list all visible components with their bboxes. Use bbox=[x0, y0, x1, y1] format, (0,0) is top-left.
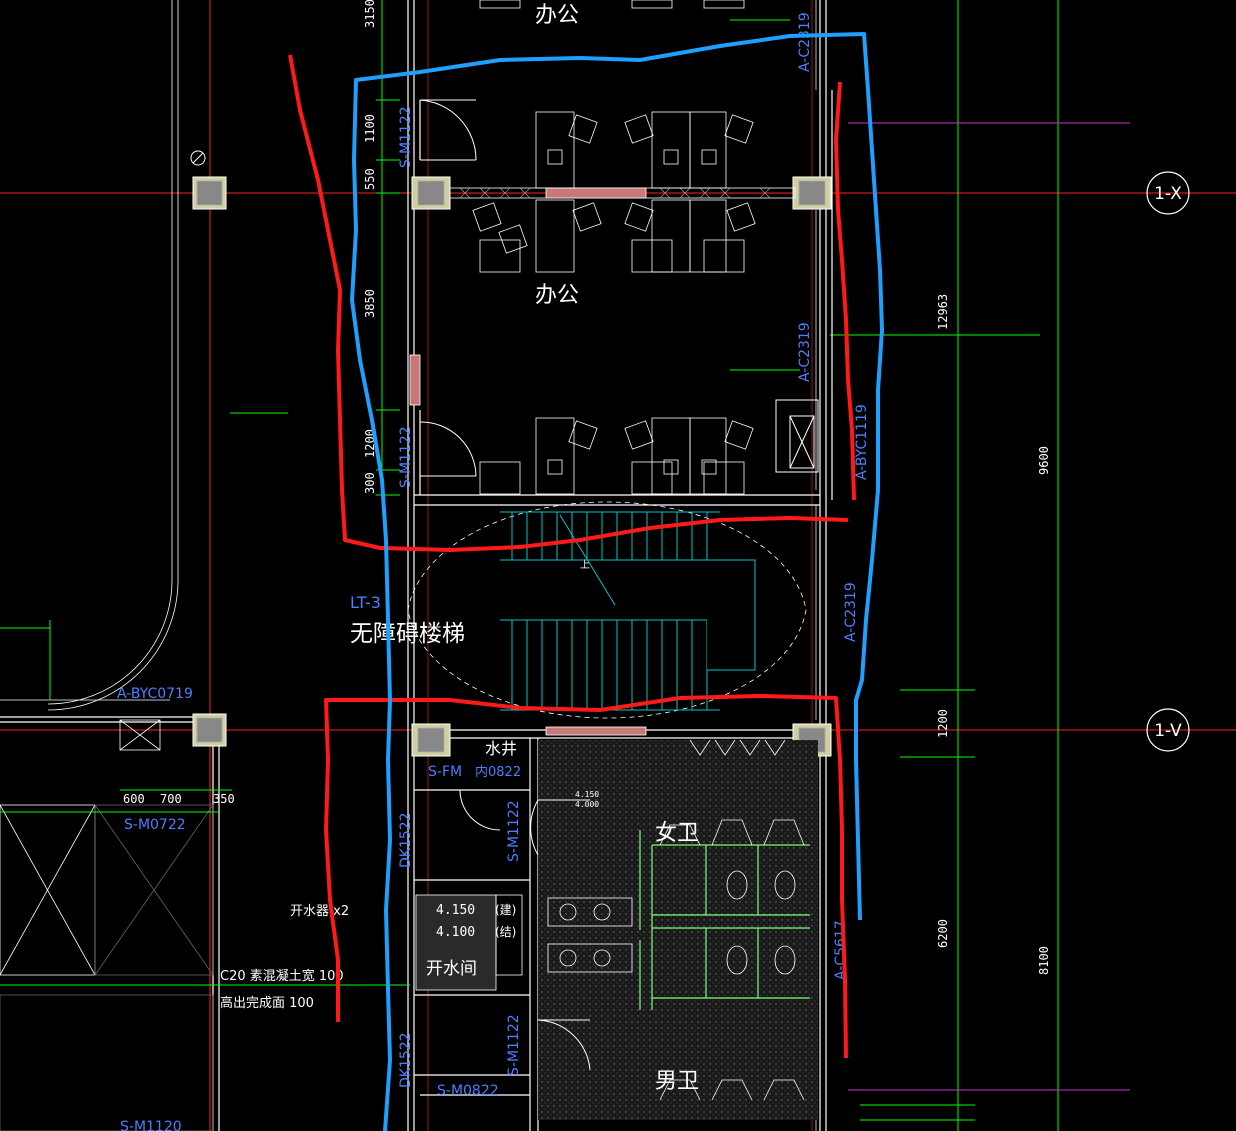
grid-bubble-circle bbox=[1146, 708, 1190, 752]
grid-bubble-1x: 1-X bbox=[1146, 171, 1190, 215]
dim-9600: 9600 bbox=[1037, 446, 1051, 475]
markup-blue-outline bbox=[350, 32, 884, 1131]
note-floor-spec-2: 高出完成面 100 bbox=[220, 995, 314, 1011]
window-tag-left-ac-box: A-BYC0719 bbox=[117, 686, 193, 702]
door-tag-left: S-M0722 bbox=[124, 817, 186, 833]
toilet-doors bbox=[459, 789, 591, 1071]
level-note-2: (结) bbox=[495, 925, 516, 939]
room-label-female-wc: 女卫 bbox=[655, 821, 699, 846]
dim-1200-right: 1200 bbox=[936, 709, 950, 738]
wc-level-2: 4.000 bbox=[575, 800, 599, 809]
grid-label-1v: 1-V bbox=[1154, 721, 1182, 741]
stair-up-label: 上 bbox=[580, 559, 590, 571]
pipe-shaft-door-label: 内0822 bbox=[475, 764, 521, 780]
dim-left-550: 550 bbox=[363, 168, 377, 190]
door-tag-wc-2: S-M1122 bbox=[506, 1014, 522, 1076]
water-room bbox=[415, 894, 523, 991]
pipe-shaft-label: 水井 bbox=[485, 739, 517, 758]
door-tag-bottom: S-M0822 bbox=[437, 1083, 499, 1099]
toilet-area bbox=[459, 739, 818, 1120]
dim-left-3150: 3150 bbox=[363, 0, 377, 28]
dim-6200: 6200 bbox=[936, 919, 950, 948]
markup-red-region-1 bbox=[288, 54, 849, 552]
dim-small-600: 600 bbox=[123, 792, 145, 806]
room-label-male-wc: 男卫 bbox=[655, 1069, 699, 1094]
markup-red-region-2 bbox=[324, 694, 848, 1059]
left-green-lines bbox=[0, 412, 410, 986]
grid-bubble-1v: 1-V bbox=[1146, 708, 1190, 752]
window-tag-mid-right: A-C2319 bbox=[797, 322, 813, 382]
dim-left-300: 300 bbox=[363, 472, 377, 494]
left-side-elements bbox=[0, 0, 214, 1131]
ac-box bbox=[775, 399, 819, 473]
toilet-fixtures bbox=[547, 739, 805, 1101]
dim-left-3850: 3850 bbox=[363, 289, 377, 318]
door-tag-shaft: S-FM bbox=[428, 764, 462, 780]
beam-hatch bbox=[459, 187, 771, 199]
toilet-floor-dots bbox=[538, 740, 818, 1120]
note-water-heater: 开水器 x2 bbox=[290, 904, 349, 919]
left-dimension-chain bbox=[376, 0, 400, 505]
grid-bubble-circle bbox=[1146, 171, 1190, 215]
room-label-water-room: 开水间 bbox=[426, 959, 477, 979]
grid-label-1x: 1-X bbox=[1154, 184, 1182, 204]
dim-left-1100: 1100 bbox=[363, 114, 377, 143]
toilet-partitions bbox=[639, 830, 810, 1010]
level-label-2: 4.100 bbox=[436, 925, 475, 940]
stair-treads bbox=[500, 511, 756, 711]
door-tag-office-2: S-M1122 bbox=[398, 426, 414, 488]
dim-small-350: 350 bbox=[213, 792, 235, 806]
dim-8100: 8100 bbox=[1037, 946, 1051, 975]
door-tag-corridor-1: DK1522 bbox=[398, 812, 414, 868]
door-tag-corridor-2: DK1522 bbox=[398, 1032, 414, 1088]
room-label-office: 办公 bbox=[535, 283, 579, 308]
note-floor-spec-1: C20 素混凝土宽 100 bbox=[220, 968, 344, 984]
office-doors bbox=[419, 99, 477, 477]
office-workstations bbox=[472, 0, 756, 495]
window-tag-stair-right: A-C2319 bbox=[843, 582, 859, 642]
window-tag-top-right: A-C2319 bbox=[797, 12, 813, 72]
door-tag-wc-1: S-M1122 bbox=[506, 800, 522, 862]
dim-12963: 12963 bbox=[936, 294, 950, 330]
level-label-1: 4.150 bbox=[436, 903, 475, 918]
level-note-1: (建) bbox=[495, 903, 516, 917]
drain-icon bbox=[190, 150, 206, 166]
stair bbox=[407, 501, 807, 719]
dim-small-700: 700 bbox=[160, 792, 182, 806]
room-label-office-top: 办公 bbox=[535, 3, 579, 28]
door-tag-office-1: S-M1122 bbox=[398, 106, 414, 168]
stair-code-label: LT-3 bbox=[350, 593, 381, 612]
stair-name-label: 无障碍楼梯 bbox=[350, 621, 465, 647]
beam-1x bbox=[409, 187, 796, 736]
window-tag-ac-box: A-BYC1119 bbox=[854, 404, 870, 480]
markup-red-right-1 bbox=[834, 81, 856, 501]
right-dimension-lines bbox=[730, 0, 1059, 1131]
door-tag-bottom-left: S-M1120 bbox=[120, 1119, 182, 1131]
wc-level-1: 4.150 bbox=[575, 790, 599, 799]
